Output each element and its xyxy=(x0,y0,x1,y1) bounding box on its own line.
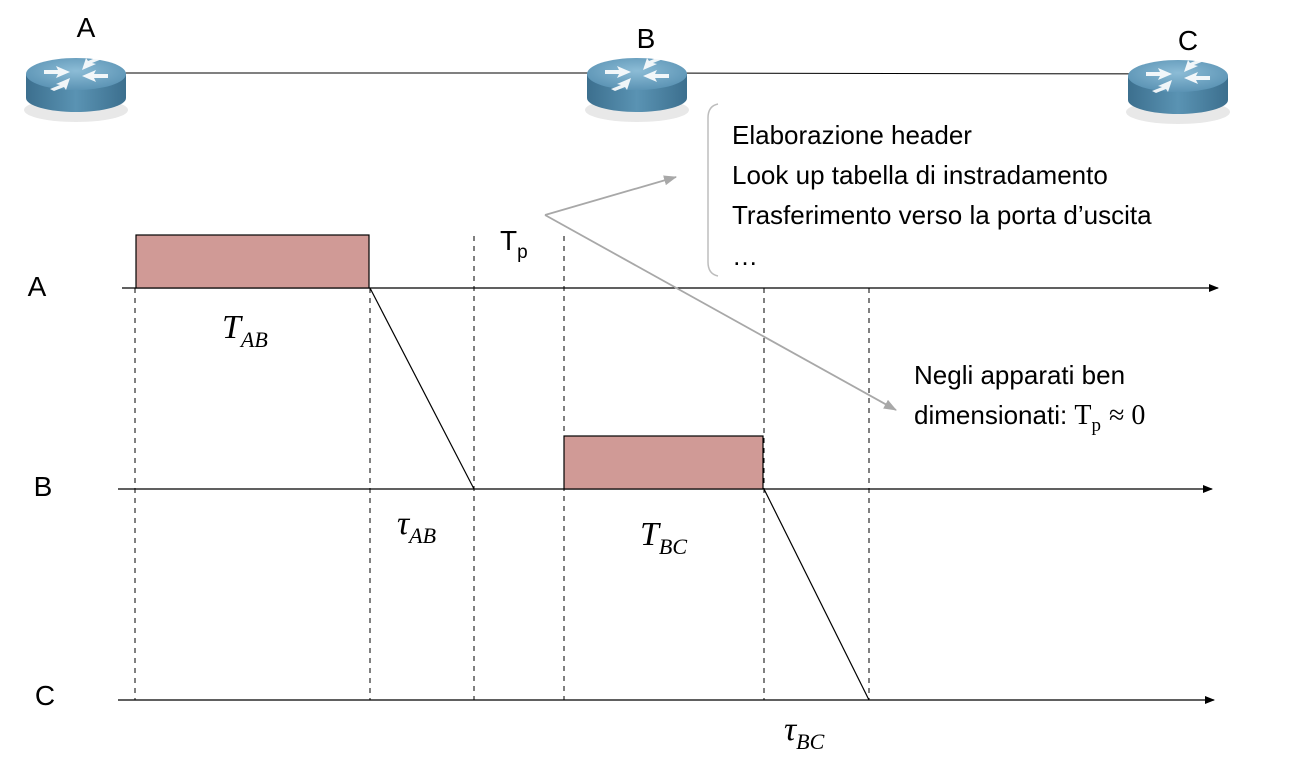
note-line-2: dimensionati: Tp≈ 0 xyxy=(914,400,1145,436)
packet-transmission-a xyxy=(135,234,370,289)
propagation-b-c xyxy=(763,488,870,701)
propagation-a-b xyxy=(369,287,475,490)
label-tau-bc: τBC xyxy=(784,711,825,754)
timeline-label-a: A xyxy=(28,271,47,302)
node-label-b: B xyxy=(637,23,656,54)
processing-step: Trasferimento verso la porta d’uscita xyxy=(732,200,1152,230)
note-line-1: Negli apparati ben xyxy=(914,360,1125,390)
router-icon xyxy=(1126,59,1230,124)
router-icon xyxy=(585,57,689,122)
label-t-p: Tp xyxy=(500,225,528,263)
timeline-label-c: C xyxy=(35,680,55,711)
timeline-label-b: B xyxy=(34,471,53,502)
router-icon xyxy=(24,57,128,122)
label-t-ab: TAB xyxy=(222,309,268,352)
link-b-c xyxy=(636,72,1179,75)
processing-bracket xyxy=(707,103,719,277)
processing-step: Look up tabella di instradamento xyxy=(732,160,1108,190)
node-label-c: C xyxy=(1178,25,1198,56)
label-tau-ab: τAB xyxy=(397,505,436,548)
callout-arrow-note xyxy=(544,214,897,411)
packet-transmission-b xyxy=(563,435,764,490)
processing-step: Elaborazione header xyxy=(732,120,972,150)
label-t-bc: TBC xyxy=(640,516,687,559)
node-label-a: A xyxy=(77,12,96,43)
processing-step: … xyxy=(732,241,758,271)
callout-arrow-processing xyxy=(544,175,677,216)
